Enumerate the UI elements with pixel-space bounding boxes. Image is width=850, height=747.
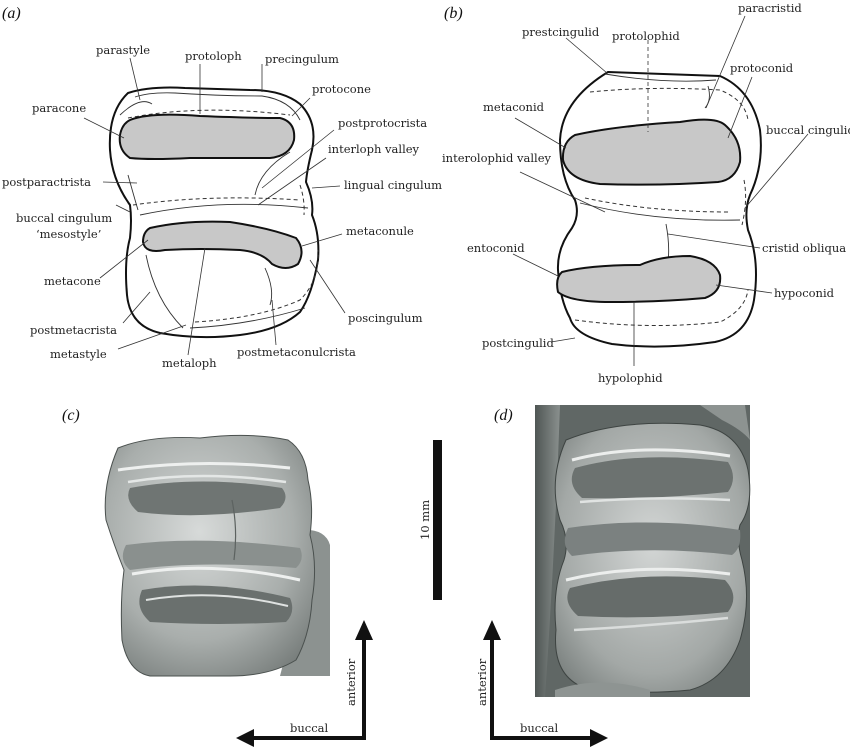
scale-bar: 10 mm (418, 440, 442, 600)
arrow-up-d (483, 620, 501, 640)
postmetaconulcrista-line (264, 267, 273, 306)
axis-label-buccal-d: buccal (520, 721, 559, 735)
panel-label-c: (c) (62, 407, 80, 424)
panel-b-leaders (512, 15, 809, 366)
side-shadow-d (535, 405, 560, 697)
protoloph-facet (118, 113, 296, 160)
label-protocone: protocone (312, 82, 371, 96)
interloph-valley-c (122, 540, 302, 570)
parastyle-line (119, 101, 153, 116)
fossette-upper-c (128, 481, 286, 516)
label-hypoconid: hypoconid (774, 286, 835, 300)
axis-label-anterior-d: anterior (475, 658, 489, 706)
panel-label-b: (b) (444, 5, 463, 22)
label-parastyle: parastyle (96, 43, 150, 57)
orientation-axes-d: anterior buccal (475, 620, 608, 747)
label-postcingulid: postcingulid (482, 336, 554, 350)
lower-crest-c (145, 594, 289, 607)
label-metacone: metacone (44, 274, 101, 288)
prestcingulid-dash (589, 87, 749, 121)
panel-a-upper-molar: (a) (2, 5, 442, 370)
panel-d-lower-molar-scan: (d) (494, 405, 751, 697)
precingulum-line (134, 92, 301, 121)
interolophid-line (579, 202, 741, 221)
label-entoconid: entoconid (467, 241, 525, 255)
panel-label-d: (d) (494, 407, 513, 424)
hypolophid-facet (556, 254, 722, 304)
axis-label-anterior-c: anterior (344, 658, 358, 706)
crista-c (231, 499, 237, 561)
label-postmetaconulcrista: postmetaconulcrista (237, 345, 356, 359)
arrow-up-c (355, 620, 373, 640)
postparactrista-line (127, 174, 139, 211)
poscingulum-line (189, 307, 306, 329)
panel-a-leaders (83, 57, 346, 356)
postprotocrista-line (254, 151, 291, 196)
label-metaconule: metaconule (346, 224, 414, 238)
label-metaconid: metaconid (483, 100, 545, 114)
scale-bar-line (433, 440, 442, 600)
arrow-right-d (590, 729, 608, 747)
postcingulid-dash (574, 289, 749, 327)
label-interloph-valley: interloph valley (328, 142, 420, 156)
panel-b-lower-molar: (b) paracristid prestcingulid prot (442, 1, 850, 385)
label-postprotocrista: postprotocrista (338, 116, 427, 130)
label-postmetacrista: postmetacrista (30, 323, 117, 337)
lower-crest-d (565, 567, 731, 582)
upper-crest-c (127, 474, 287, 484)
fossette-lower-d (567, 576, 734, 618)
label-mesostyle: ‘mesostyle’ (36, 227, 101, 241)
label-paracristid: paracristid (738, 1, 802, 15)
label-precingulum: precingulum (265, 52, 339, 66)
adjacent-bottom-d (555, 682, 650, 697)
label-prestcingulid: prestcingulid (522, 25, 600, 39)
lower-rim-d (573, 616, 729, 632)
upper-rim-d (579, 497, 731, 504)
label-lingual-cingulum: lingual cingulum (344, 178, 442, 192)
lingual-cingulum-dash (299, 184, 305, 216)
label-protoconid: protoconid (730, 61, 794, 75)
buccal-cingulid-dash (741, 179, 747, 226)
protoloph-rim-c (117, 461, 291, 472)
label-buccal-cingulid: buccal cingulid (766, 123, 850, 137)
panel-c-upper-molar-scan: (c) (62, 407, 330, 677)
upper-crest-d (571, 448, 731, 462)
label-protolophid: protolophid (612, 29, 680, 43)
label-paracone: paracone (32, 101, 86, 115)
panel-label-a: (a) (2, 5, 21, 22)
interolophid-valley-d (564, 522, 741, 556)
protolophid-facet (561, 118, 742, 186)
arrow-left-c (236, 729, 254, 747)
fossette-upper-d (571, 457, 733, 499)
precingulum-dash (127, 109, 291, 119)
postmetacrista-line (145, 254, 184, 329)
lower-molar-outline (556, 70, 762, 348)
axis-label-buccal-c: buccal (290, 721, 329, 735)
label-metastyle: metastyle (50, 347, 107, 361)
metaloph-rim-c (131, 566, 301, 582)
metaloph-facet (141, 220, 303, 269)
label-postparactrista: postparactrista (2, 175, 91, 189)
orientation-axes-c: anterior buccal (236, 620, 373, 747)
adjacent-top-d (700, 405, 750, 440)
label-metaloph: metaloph (162, 356, 217, 370)
label-cristid-obliqua: cristid obliqua (762, 241, 846, 255)
interloph-dash (132, 197, 301, 206)
interloph-line (139, 203, 309, 216)
prestcingulid-line (604, 73, 717, 82)
interolophid-dash (584, 197, 731, 213)
scale-bar-label: 10 mm (418, 500, 432, 540)
label-interolophid-valley: interolophid valley (442, 151, 552, 165)
label-hypolophid: hypolophid (598, 371, 663, 385)
label-protoloph: protoloph (185, 49, 242, 63)
label-buccal-cingulum: buccal cingulum (16, 211, 112, 225)
paracristid-line (704, 85, 710, 109)
label-poscingulum: poscingulum (348, 311, 423, 325)
